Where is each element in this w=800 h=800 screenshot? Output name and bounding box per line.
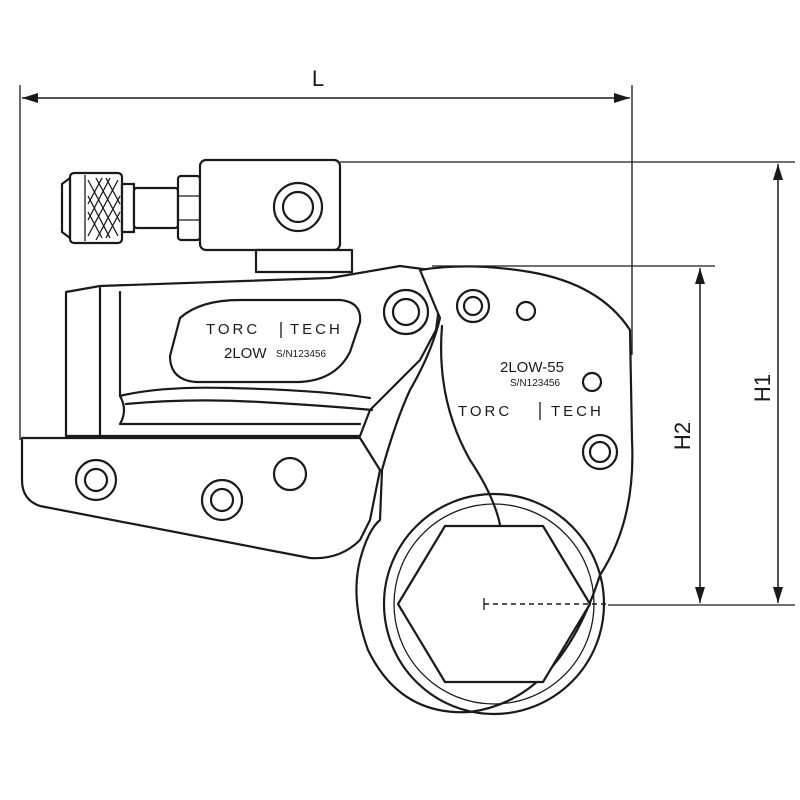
cassette-brand-text-right: TECH [290,321,343,338]
cassette-label-plate [168,298,362,384]
drive-head: 2LOW-55 S/N123456 TORC TECH [355,265,634,716]
reaction-bolt-1-inner [83,467,109,493]
coupler-knurling [87,177,121,241]
head-serial-text: S/N123456 [510,378,560,389]
cassette-serial-text: S/N123456 [276,349,326,360]
dimension-h1-arrow-top [773,164,783,180]
cassette-pin-outer [382,288,430,336]
housing-lower-ridge [118,394,362,426]
dimension-l-label: L [312,66,324,91]
swivel-tube [132,186,180,230]
reaction-bolt-2-inner [209,487,235,513]
reaction-bolt-3 [272,456,308,492]
head-brand-text: TORC [458,403,512,420]
cassette-model-text: 2LOW [224,345,267,362]
dimension-h1: H1 [340,161,795,606]
head-bolt-3 [581,371,603,393]
swivel-nut [176,174,202,242]
reaction-bolt-1-outer [74,458,118,502]
housing-contour [118,290,372,400]
cassette-brand-text: TORC [206,321,260,338]
head-bolt-2 [515,300,537,322]
head-brand-text-right: TECH [551,403,604,420]
head-model-text: 2LOW-55 [500,359,564,376]
head-bolt-1-outer [455,288,491,324]
swivel-coupler [60,158,354,274]
dimension-h2-arrow-bottom [695,587,705,603]
dimension-h2-arrow-top [695,268,705,284]
dimension-h1-arrow-bottom [773,587,783,603]
swivel-pin-outer [272,181,324,233]
reaction-bolt-2-outer [200,478,244,522]
dimension-h1-label: H1 [750,374,775,402]
reaction-base [20,436,382,560]
cassette-pin-inner [391,297,421,327]
swivel-base [254,248,354,274]
head-bolt-4-inner [588,440,612,464]
coupler-cap [60,176,72,240]
dimension-l-arrow-left [22,93,38,103]
dimension-l-arrow-right [614,93,630,103]
coupler-collar [120,182,136,234]
cassette-body: TORC TECH 2LOW S/N123456 [64,264,442,438]
head-bolt-1-inner [462,295,484,317]
housing-ridge-2 [124,399,374,412]
dimension-l: L [19,66,633,440]
head-bolt-4-outer [581,433,619,471]
swivel-block [198,158,342,252]
dimension-h2-label: H2 [670,422,695,450]
quick-coupler-body [68,171,124,245]
swivel-pin-inner [281,190,315,224]
